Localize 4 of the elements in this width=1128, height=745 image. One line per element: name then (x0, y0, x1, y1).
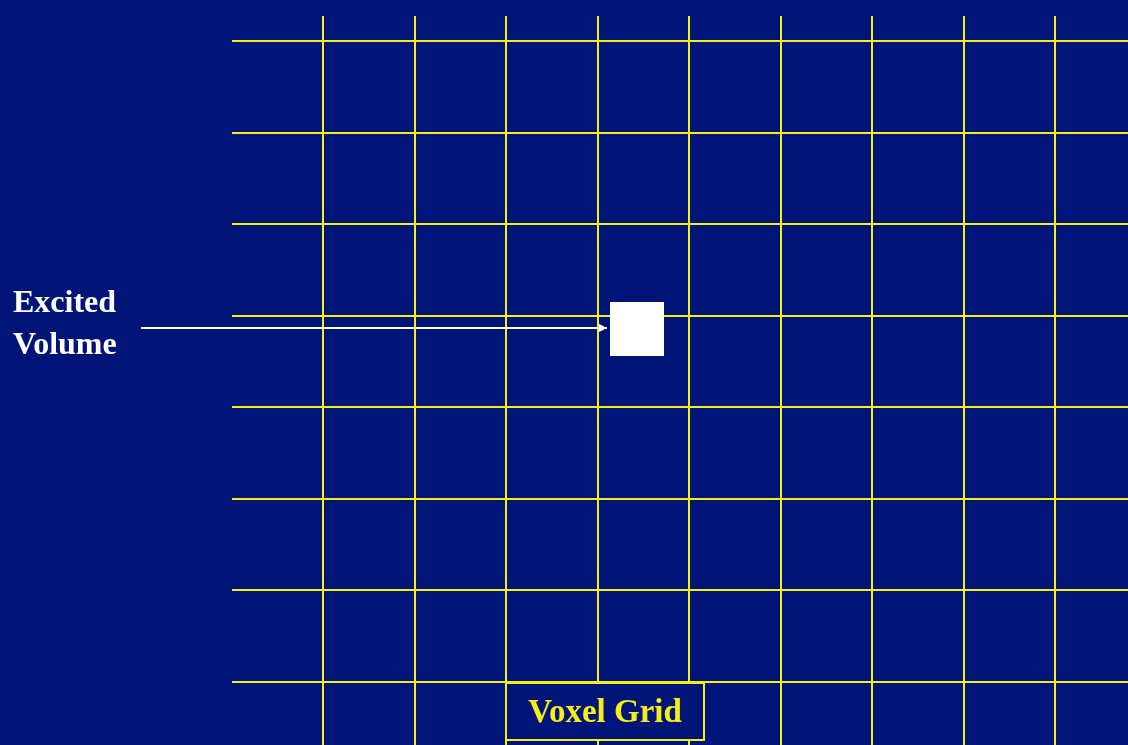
callout-text: Excited Volume (13, 282, 118, 363)
excited-volume-square (610, 302, 664, 356)
arrow (140, 323, 608, 332)
title-box: Voxel Grid (505, 682, 705, 741)
